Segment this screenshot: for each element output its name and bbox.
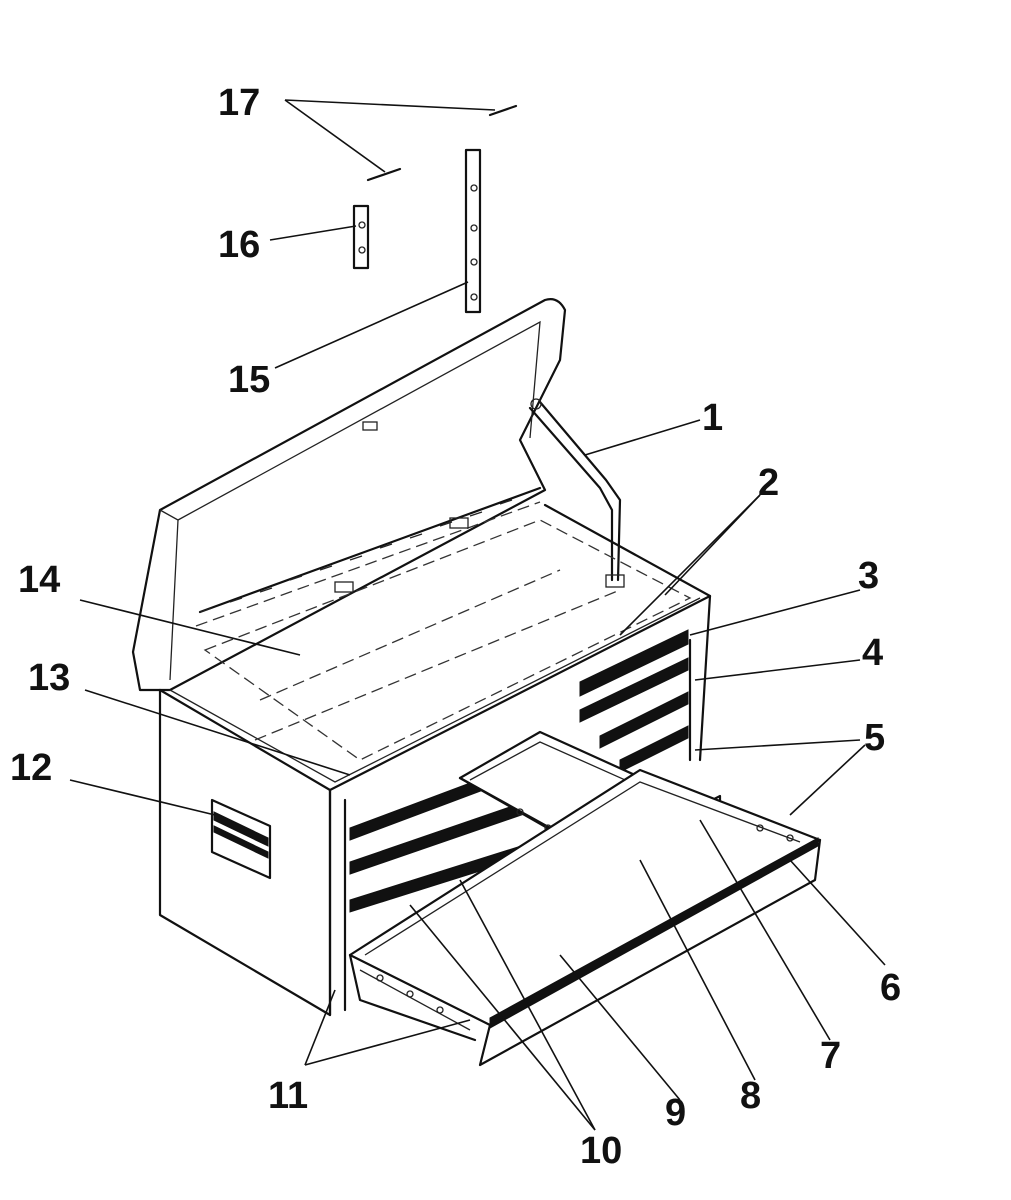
callout-3: 3 — [858, 555, 879, 597]
callout-5: 5 — [864, 717, 885, 759]
leader-lines — [69, 99, 886, 1131]
callout-6: 6 — [880, 967, 901, 1009]
chest-body — [158, 503, 712, 1017]
callout-labels: 17 16 15 1 2 3 4 5 14 13 12 6 7 8 9 10 1… — [10, 82, 901, 1172]
long-hinge-15 — [464, 148, 482, 314]
bottom-drawer-6-9 — [348, 768, 822, 1067]
callout-4: 4 — [862, 632, 883, 674]
callout-14: 14 — [18, 559, 60, 601]
callout-2: 2 — [758, 462, 779, 504]
right-drawers-3-4 — [579, 629, 689, 773]
callout-15: 15 — [228, 359, 270, 401]
small-hinge-16 — [352, 204, 370, 270]
chest-lid — [131, 298, 567, 692]
callout-10: 10 — [580, 1130, 622, 1172]
callout-8: 8 — [740, 1075, 761, 1117]
callout-9: 9 — [665, 1092, 686, 1134]
side-handle-12 — [210, 798, 272, 880]
callout-16: 16 — [218, 224, 260, 266]
callout-1: 1 — [702, 397, 723, 439]
callout-11: 11 — [268, 1075, 308, 1117]
lid-support-arm-1 — [528, 398, 625, 588]
callout-7: 7 — [820, 1035, 841, 1077]
callout-13: 13 — [28, 657, 70, 699]
rod-parts-17 — [366, 104, 518, 182]
callout-17: 17 — [218, 82, 260, 124]
callout-12: 12 — [10, 747, 52, 789]
